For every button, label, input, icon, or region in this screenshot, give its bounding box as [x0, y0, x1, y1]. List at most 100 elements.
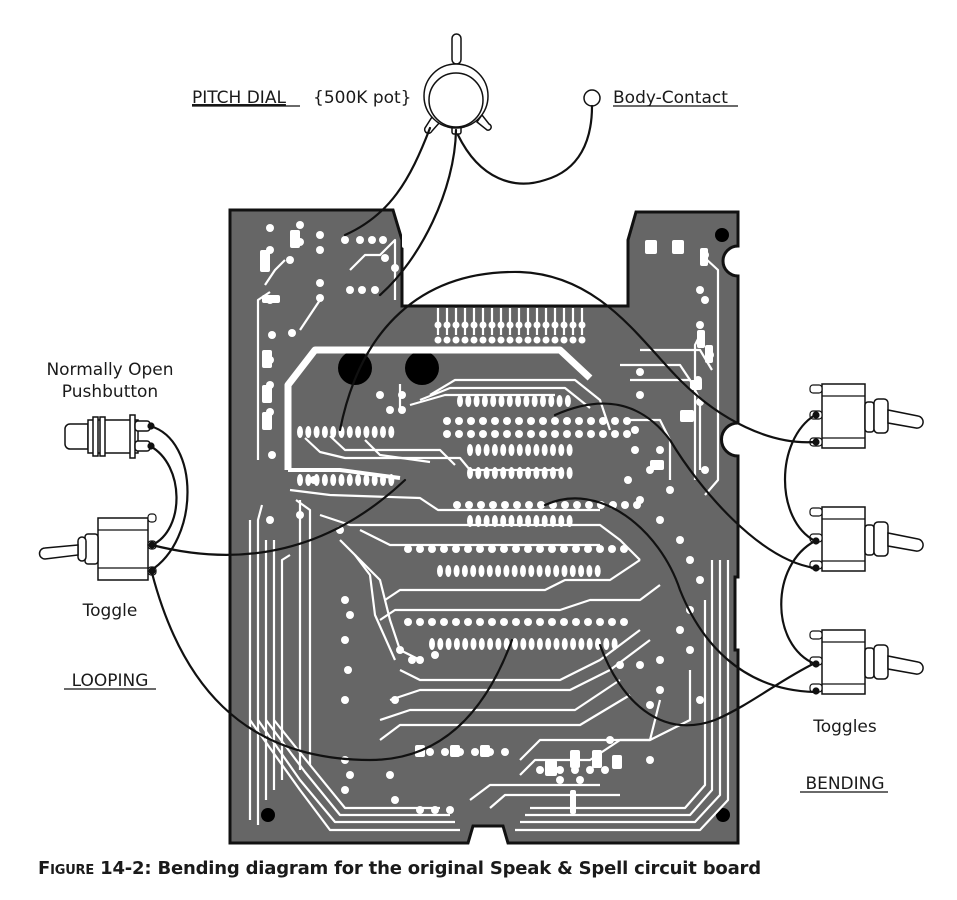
pcb-pad — [363, 474, 370, 486]
pcb-pad — [563, 430, 571, 438]
pcb-pad — [495, 638, 502, 650]
pcb-pad — [599, 430, 607, 438]
pcb-pad — [587, 417, 595, 425]
pcb-pad — [341, 696, 349, 704]
pcb-pad — [536, 766, 544, 774]
wire-pushbutton-toggle-a — [148, 424, 189, 573]
pcb-pad — [558, 444, 565, 456]
pcb-pad — [541, 515, 548, 527]
pcb-pad — [461, 336, 469, 344]
pcb-pad — [497, 321, 505, 329]
pcb-pad — [491, 515, 498, 527]
pcb-pad — [495, 565, 502, 577]
pcb-pad — [599, 417, 607, 425]
pcb-pad — [426, 748, 434, 756]
bending-toggle-2[interactable] — [809, 506, 924, 572]
pcb-pad — [260, 250, 270, 272]
pcb-pad — [536, 565, 543, 577]
pcb-pad — [621, 501, 629, 509]
pcb-pad — [558, 467, 565, 479]
pcb-pad — [391, 264, 399, 272]
pcb-pad — [696, 321, 704, 329]
pcb-pad — [338, 474, 345, 486]
pcb-pad — [498, 395, 505, 407]
pcb-pad — [603, 638, 610, 650]
pcb-pad — [290, 230, 300, 248]
pcb-pad — [666, 486, 674, 494]
pcb-pad — [500, 515, 507, 527]
wire-pot-center — [378, 128, 458, 297]
pcb-pad — [631, 446, 639, 454]
pcb-pad — [316, 246, 324, 254]
wire-bend-3 — [543, 497, 817, 694]
pcb-pad — [564, 395, 571, 407]
pcb-pad — [512, 618, 520, 626]
pcb-pad — [541, 467, 548, 479]
pcb-pad — [470, 565, 477, 577]
pushbutton-ring — [92, 416, 99, 457]
pcb-pad — [592, 750, 602, 768]
wire-pot-left — [343, 126, 432, 237]
pcb-pad — [570, 638, 577, 650]
wire-looping-to-board — [150, 478, 407, 556]
pcb-pad — [515, 417, 523, 425]
pcb-pad — [475, 515, 482, 527]
pcb-pad — [620, 618, 628, 626]
pcb-pad — [587, 430, 595, 438]
pcb-pad — [467, 467, 473, 479]
pcb-pad — [646, 701, 654, 709]
pcb-pad — [288, 329, 296, 337]
pcb-pad — [596, 545, 604, 553]
looping-toggle-switch[interactable] — [38, 513, 157, 581]
mount-hole — [716, 808, 730, 822]
pcb-pad — [620, 545, 628, 553]
pcb-pad — [533, 444, 540, 456]
pcb-pad — [461, 565, 468, 577]
bending-toggle-3[interactable] — [809, 629, 924, 695]
pcb-pad — [523, 395, 530, 407]
pcb-pad — [533, 515, 540, 527]
pcb-pad — [551, 430, 559, 438]
pcb-pad — [676, 626, 684, 634]
pcb-pad — [316, 279, 324, 287]
pcb-pad — [464, 618, 472, 626]
pcb-pad — [428, 618, 436, 626]
bending-toggle-1[interactable] — [809, 383, 924, 449]
pcb-pad — [606, 736, 614, 744]
pcb-pad — [500, 545, 508, 553]
pcb-pad — [575, 417, 583, 425]
pcb-pad — [553, 638, 560, 650]
pcb-pad — [686, 556, 694, 564]
pcb-pad — [470, 638, 477, 650]
pcb-pad — [696, 576, 704, 584]
pcb-pad — [541, 444, 548, 456]
pcb-pad — [316, 231, 324, 239]
pcb-pad — [440, 545, 448, 553]
pcb-pad — [525, 515, 532, 527]
pcb-pad — [371, 474, 378, 486]
pcb-pad — [550, 467, 556, 479]
pcb-pad — [473, 395, 480, 407]
pcb-pad — [467, 430, 475, 438]
pushbutton[interactable] — [64, 414, 151, 459]
body-contact-point[interactable] — [583, 89, 601, 107]
pcb-pad — [696, 286, 704, 294]
pcb-pad — [452, 321, 460, 329]
pcb-pad — [346, 286, 354, 294]
pcb-pad — [490, 395, 497, 407]
pcb-pad — [560, 618, 568, 626]
bending-diagram: PITCH DIAL {500K pot} Body-Contact Norma… — [38, 33, 924, 845]
pcb-pad — [511, 565, 518, 577]
pcb-pad — [371, 426, 378, 438]
pcb-pad — [515, 321, 523, 329]
pcb-pad — [464, 545, 472, 553]
pcb-pad — [569, 336, 577, 344]
pcb-pad — [611, 430, 619, 438]
pcb-pad — [404, 545, 412, 553]
pcb-pad — [636, 496, 644, 504]
pcb-pad — [428, 545, 436, 553]
pcb-pad — [548, 395, 555, 407]
pcb-pad — [398, 391, 406, 399]
pcb-pad — [646, 756, 654, 764]
pcb-pad — [508, 467, 515, 479]
